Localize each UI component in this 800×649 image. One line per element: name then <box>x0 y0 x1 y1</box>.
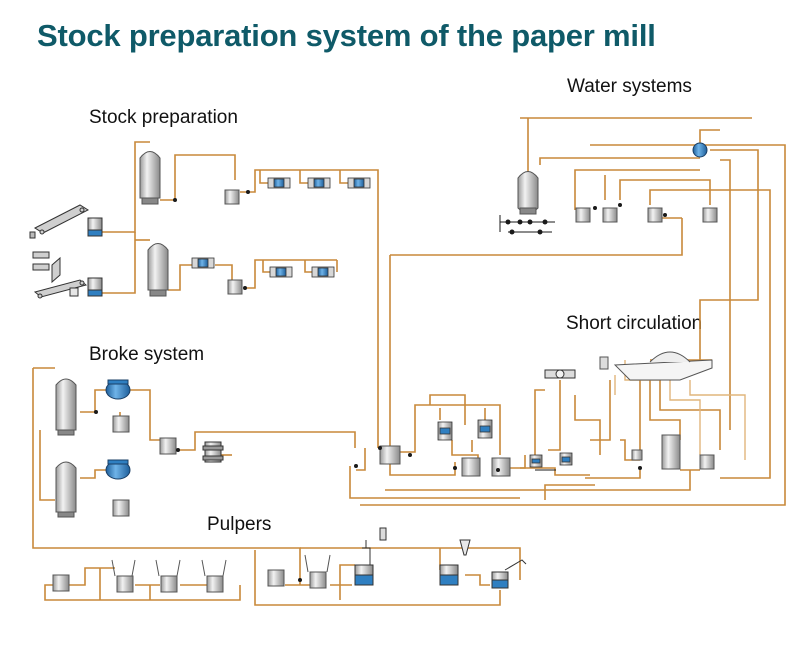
broke-screen <box>202 441 224 463</box>
label-pulpers: Pulpers <box>207 514 272 535</box>
approach-screens <box>437 419 493 441</box>
pulper-units <box>354 527 527 589</box>
water-tanks <box>575 207 718 223</box>
conveyor-lower <box>32 251 103 299</box>
broke-tower-2 <box>55 461 77 518</box>
flow-arrows <box>94 190 667 582</box>
machine-chests <box>461 457 511 477</box>
page-title: Stock preparation system of the paper mi… <box>37 18 656 53</box>
pulper-tanks <box>52 569 327 593</box>
disc-filter-tower <box>517 171 539 215</box>
cleaners <box>529 452 573 468</box>
conveyor-upper <box>29 204 103 239</box>
label-broke-system: Broke system <box>89 344 205 365</box>
broke-thickeners <box>105 379 131 480</box>
storage-tower-1 <box>139 151 161 205</box>
wire-pit <box>631 434 715 470</box>
deculator <box>544 369 576 379</box>
broke-tower-1 <box>55 378 77 436</box>
label-water-systems: Water systems <box>567 76 692 97</box>
broke-chests <box>112 415 177 517</box>
pulper-agitators <box>111 554 331 577</box>
mixing-chest <box>379 445 401 465</box>
chest-tanks <box>224 189 243 295</box>
label-short-circulation: Short circulation <box>566 313 703 334</box>
label-stock-preparation: Stock preparation <box>89 107 238 128</box>
storage-tower-2 <box>147 243 169 297</box>
refiner-units <box>191 177 371 278</box>
water-valves <box>505 219 548 235</box>
water-pump <box>692 142 708 158</box>
drain-lines <box>499 215 575 471</box>
headbox-wire <box>599 351 713 381</box>
